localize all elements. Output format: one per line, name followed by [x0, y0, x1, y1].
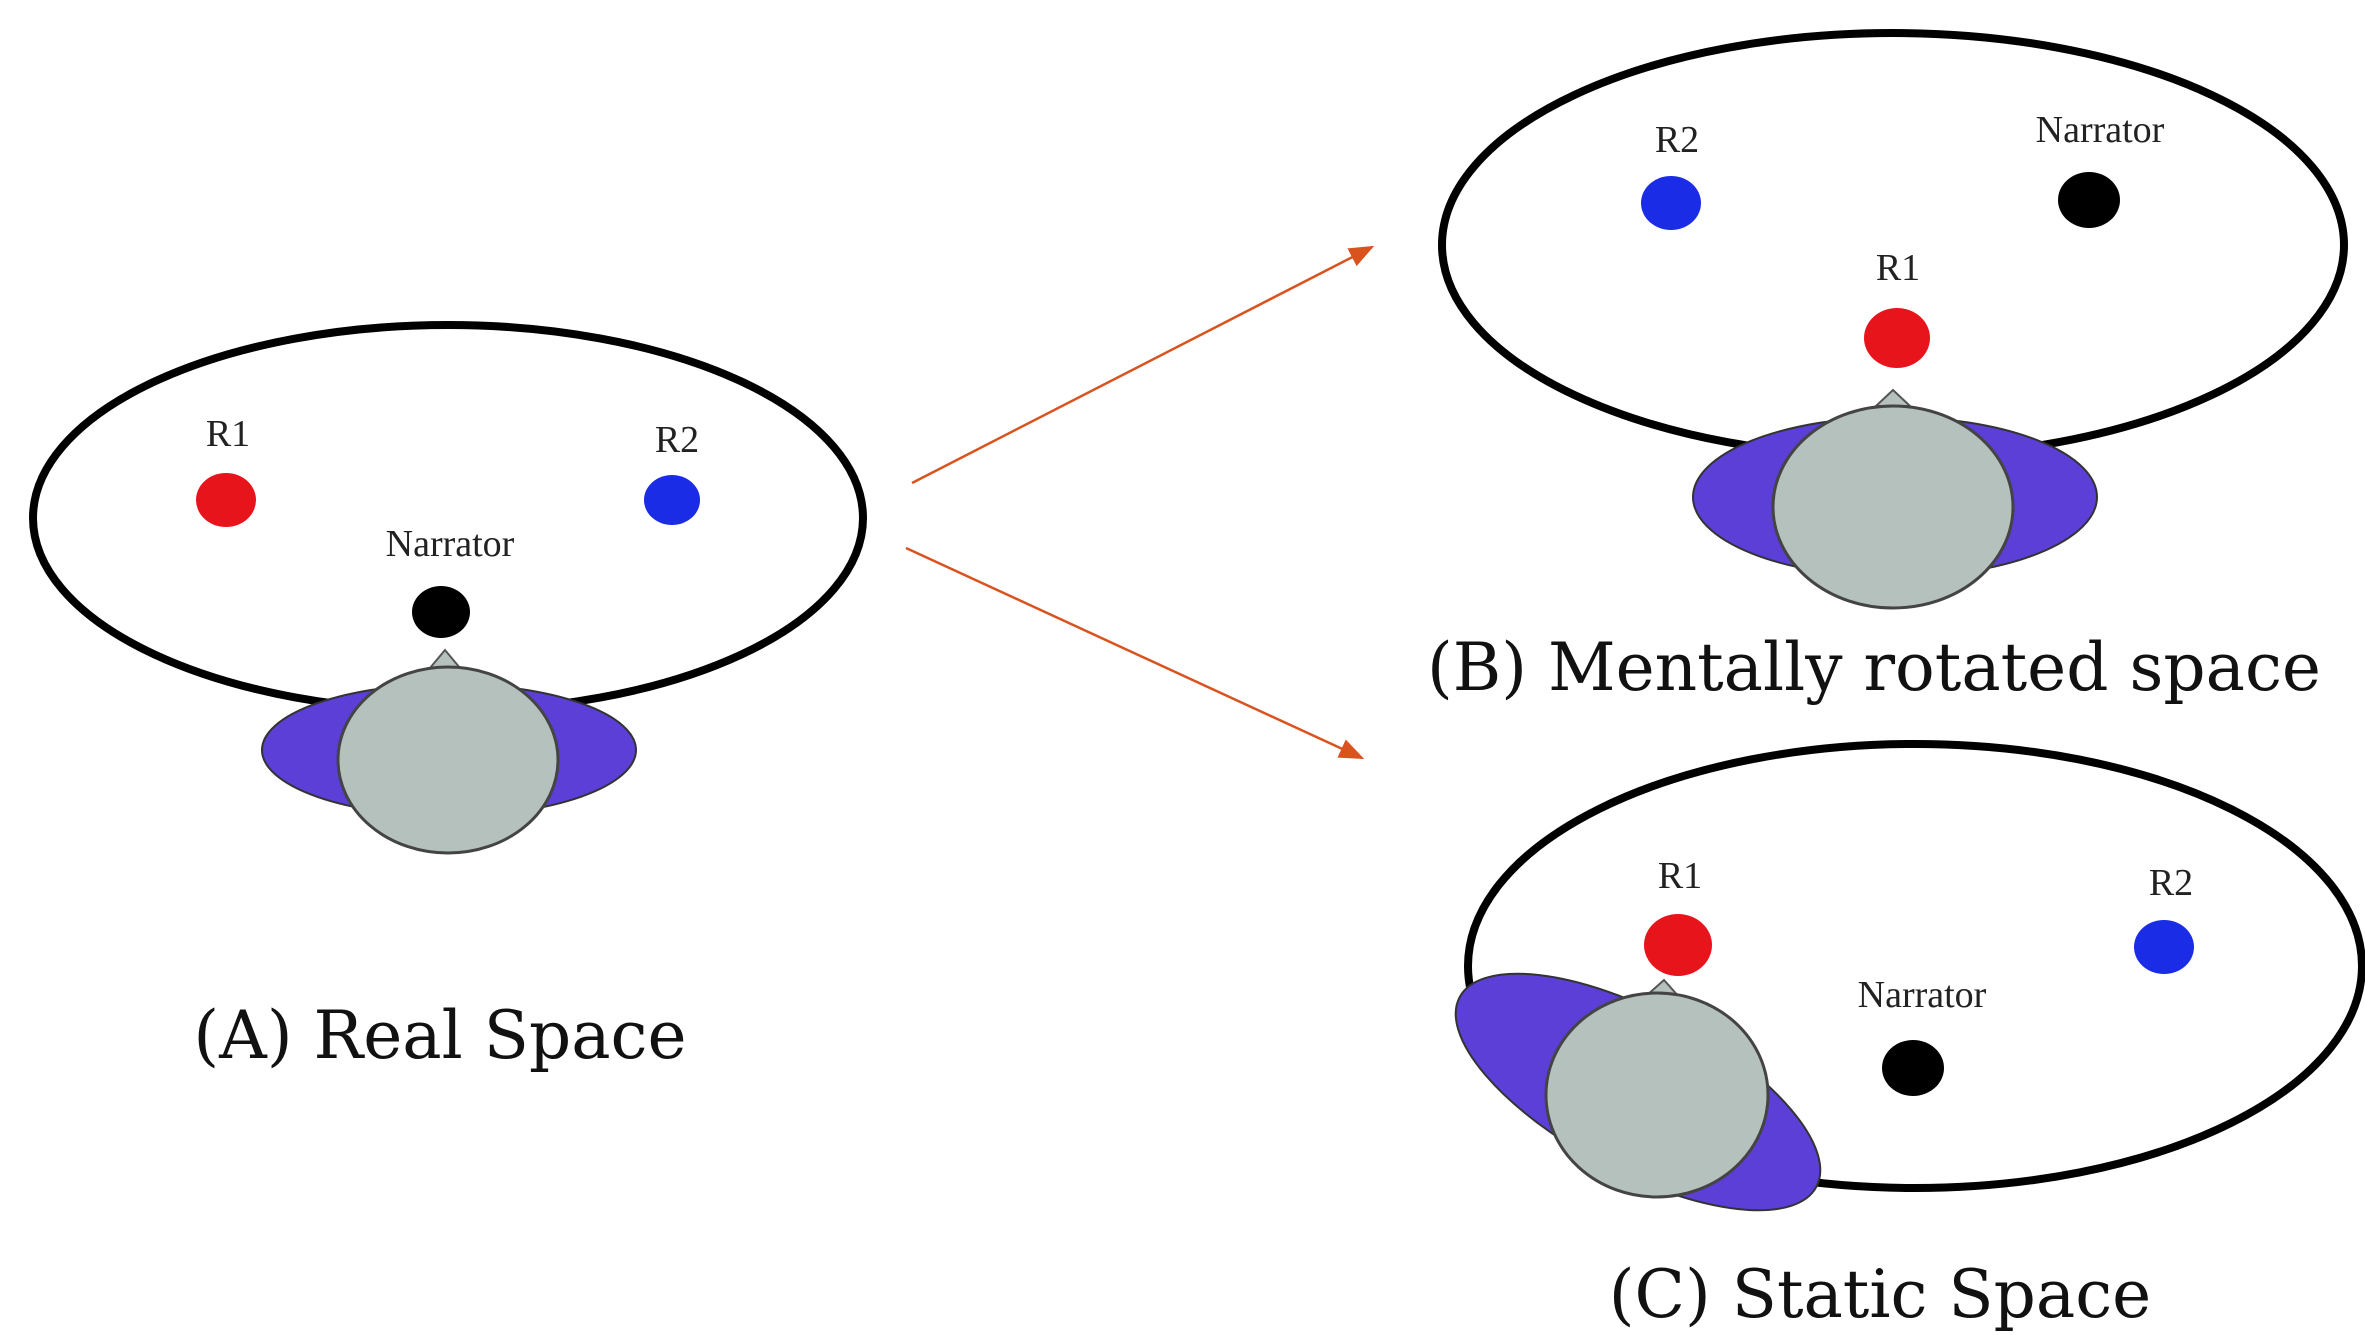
- panel-c-static-space: R1 R2 Narrator (C) Static Space: [1454, 740, 2365, 1333]
- panel-c-r2-label: R2: [2149, 862, 2193, 904]
- panel-c-caption: (C) Static Space: [1609, 1256, 2151, 1333]
- panel-b-observer-icon: [1692, 388, 2098, 610]
- panel-c-r1-label: R1: [1658, 855, 1702, 897]
- panel-b-head: [1771, 404, 2015, 610]
- panel-c-r2-dot: [2134, 920, 2194, 974]
- panel-b-r2-dot: [1641, 176, 1701, 230]
- panel-c-room-outline: [1464, 740, 2365, 1192]
- panel-c-head: [1544, 991, 1770, 1199]
- panel-c-narrator-label: Narrator: [1858, 974, 1987, 1016]
- arrow-to-panel-c: [905, 546, 1365, 760]
- panel-c-narrator-dot: [1882, 1040, 1944, 1096]
- panel-b-nose: [1873, 388, 1913, 407]
- panel-a-r1-label: R1: [206, 413, 250, 455]
- panel-b-caption: (B) Mentally rotated space: [1427, 629, 2321, 706]
- panel-a-real-space: R1 R2 Narrator (A) Real Space: [29, 321, 867, 1074]
- panel-a-r2-dot: [644, 475, 700, 525]
- panel-a-r1-dot: [196, 473, 256, 527]
- panel-c-r1-dot: [1644, 914, 1712, 976]
- panel-a-nose: [427, 648, 463, 669]
- arrow-to-panel-b: [911, 245, 1375, 485]
- panel-b-narrator-dot: [2058, 172, 2120, 228]
- panel-a-r2-label: R2: [655, 419, 699, 461]
- panel-b-r2-label: R2: [1655, 119, 1699, 161]
- panel-a-head: [336, 665, 560, 855]
- panel-a-narrator-label: Narrator: [386, 523, 515, 565]
- transition-arrows: [905, 245, 1375, 760]
- panel-a-caption: (A) Real Space: [193, 997, 686, 1074]
- panel-a-narrator-dot: [412, 586, 470, 638]
- panel-c-observer-icon: [1454, 972, 1822, 1212]
- panel-b-narrator-label: Narrator: [2036, 109, 2165, 151]
- panel-a-observer-icon: [261, 648, 637, 855]
- panel-b-r1-dot: [1864, 308, 1930, 368]
- panel-b-mentally-rotated-space: R2 Narrator R1 (B) Mentally rotated spac…: [1427, 29, 2348, 706]
- panel-b-r1-label: R1: [1876, 247, 1920, 289]
